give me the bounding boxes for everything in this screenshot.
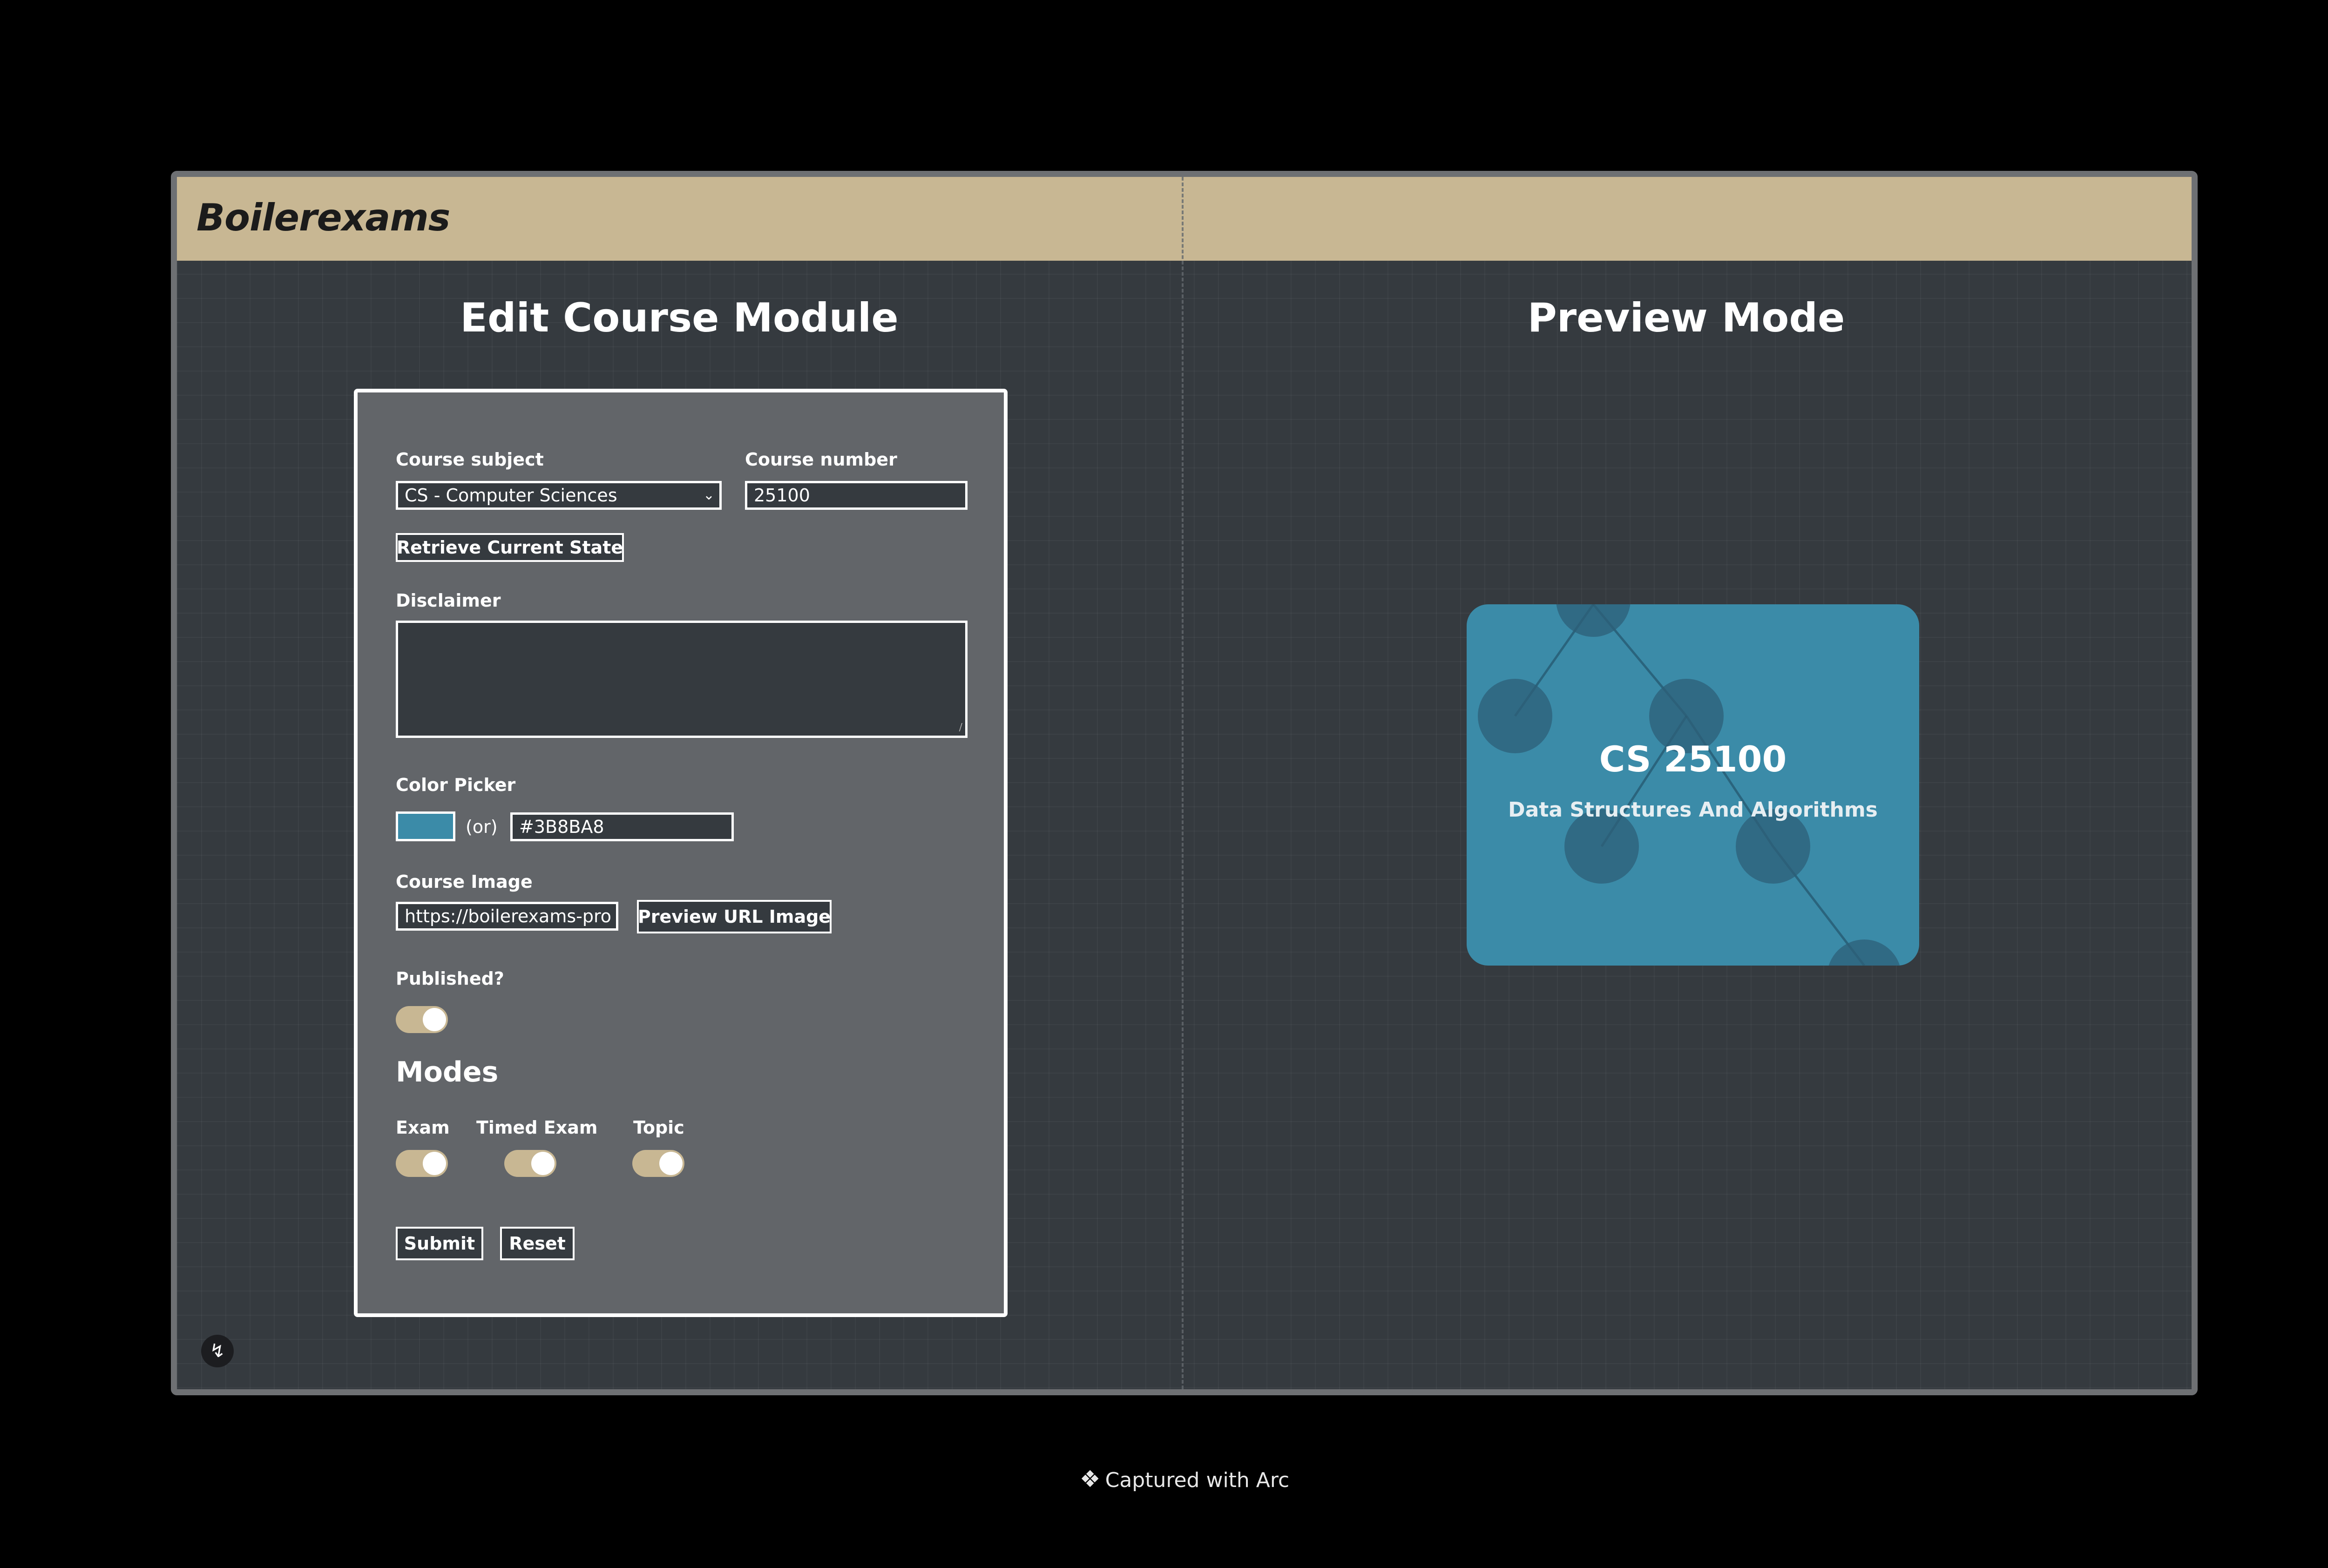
preview-course-name: Data Structures And Algorithms [1508,798,1878,822]
preview-course-code: CS 25100 [1599,738,1787,780]
color-picker-label: Color Picker [396,775,516,795]
color-swatch[interactable] [396,811,455,841]
boilerexams-logo[interactable]: Boilerexams [196,196,450,239]
modes-heading: Modes [396,1056,499,1088]
course-image-url-value: https://boilerexams-pro [405,906,612,926]
disclaimer-label: Disclaimer [396,590,501,611]
published-label: Published? [396,968,504,989]
arc-icon: ❖ [1079,1466,1101,1493]
disclaimer-textarea[interactable]: ∕ [396,621,968,738]
or-text: (or) [466,817,498,837]
course-number-value: 25100 [754,485,810,506]
course-image-label: Course Image [396,872,533,892]
toggle-knob [423,1152,446,1175]
edit-heading: Edit Course Module [460,295,899,341]
resize-handle-icon[interactable]: ∕ [959,722,962,733]
course-preview-card[interactable]: CS 25100 Data Structures And Algorithms [1467,604,1919,966]
course-module-form: Course subject Course number CS - Comput… [354,389,1008,1317]
color-hex-value: #3B8BA8 [519,817,604,837]
tree-graph-decoration [1478,604,1900,966]
reset-button[interactable]: Reset [500,1227,575,1260]
topic-mode-toggle[interactable] [632,1150,684,1177]
timed-exam-mode-toggle[interactable] [504,1150,556,1177]
course-subject-label: Course subject [396,449,544,470]
captured-with-arc: ❖Captured with Arc [0,1467,2328,1491]
exam-mode-toggle[interactable] [396,1150,448,1177]
panel-divider [1182,177,1184,1389]
color-hex-input[interactable]: #3B8BA8 [510,812,734,841]
toggle-knob [659,1152,683,1175]
course-number-input[interactable]: 25100 [745,481,968,510]
bolt-icon[interactable]: ↯ [201,1335,234,1367]
retrieve-current-state-button[interactable]: Retrieve Current State [396,533,624,562]
course-number-label: Course number [745,449,897,470]
exam-mode-label: Exam [396,1117,450,1138]
toggle-knob [423,1008,446,1031]
app-window: Boilerexams Edit Course Module Preview M… [171,171,2198,1395]
top-bar: Boilerexams [177,177,2192,261]
submit-button[interactable]: Submit [396,1227,483,1260]
chevron-down-icon: ⌄ [703,487,715,503]
published-toggle[interactable] [396,1006,448,1033]
course-subject-select[interactable]: CS - Computer Sciences ⌄ [396,481,722,510]
toggle-knob [531,1152,555,1175]
course-image-url-input[interactable]: https://boilerexams-pro [396,902,618,931]
preview-url-image-button[interactable]: Preview URL Image [637,900,832,933]
preview-heading: Preview Mode [1527,295,1845,341]
topic-mode-label: Topic [633,1117,684,1138]
course-subject-value: CS - Computer Sciences [405,485,617,506]
timed-exam-mode-label: Timed Exam [476,1117,598,1138]
captured-text: Captured with Arc [1105,1468,1290,1492]
